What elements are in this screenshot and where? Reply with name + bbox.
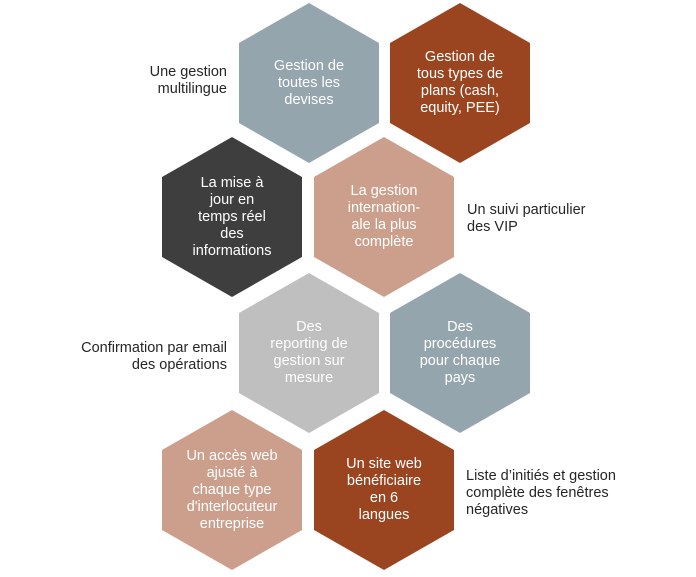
hexagon-custom-reporting: Des reporting de gestion sur mesure xyxy=(239,273,379,433)
hexagon-label: Un site web bénéficiaire en 6 langues xyxy=(346,456,422,523)
side-label-multilingual: Une gestion multilingue xyxy=(149,64,227,97)
hexagon-label: La gestion internation- ale la plus comp… xyxy=(347,183,421,250)
hexagon-multi-currency: Gestion de toutes les devises xyxy=(239,3,379,163)
hexagon-label: Gestion de tous types de plans (cash, eq… xyxy=(416,49,504,116)
hexagon-label: Un accès web ajusté à chaque type d'inte… xyxy=(186,447,278,532)
hexagon-plan-types: Gestion de tous types de plans (cash, eq… xyxy=(390,3,530,163)
side-label-insider-list: Liste d’initiés et gestion complète des … xyxy=(466,468,616,518)
hexagon-label: La mise à jour en temps réel des informa… xyxy=(192,174,272,259)
hexagon-label: Gestion de toutes les devises xyxy=(273,57,345,108)
hexagon-beneficiary-site: Un site web bénéficiaire en 6 langues xyxy=(314,410,454,570)
hexagon-country-procedures: Des procédures pour chaque pays xyxy=(390,273,530,433)
hexagon-web-access: Un accès web ajusté à chaque type d'inte… xyxy=(162,410,302,570)
hexagon-realtime-update: La mise à jour en temps réel des informa… xyxy=(162,137,302,297)
hexagon-label: Des procédures pour chaque pays xyxy=(419,319,501,386)
side-label-vip-tracking: Un suivi particulier des VIP xyxy=(467,202,586,235)
hexagon-label: Des reporting de gestion sur mesure xyxy=(270,319,348,386)
side-label-email-confirmation: Confirmation par email des opérations xyxy=(81,340,227,373)
hexagon-international-management: La gestion internation- ale la plus comp… xyxy=(314,137,454,297)
